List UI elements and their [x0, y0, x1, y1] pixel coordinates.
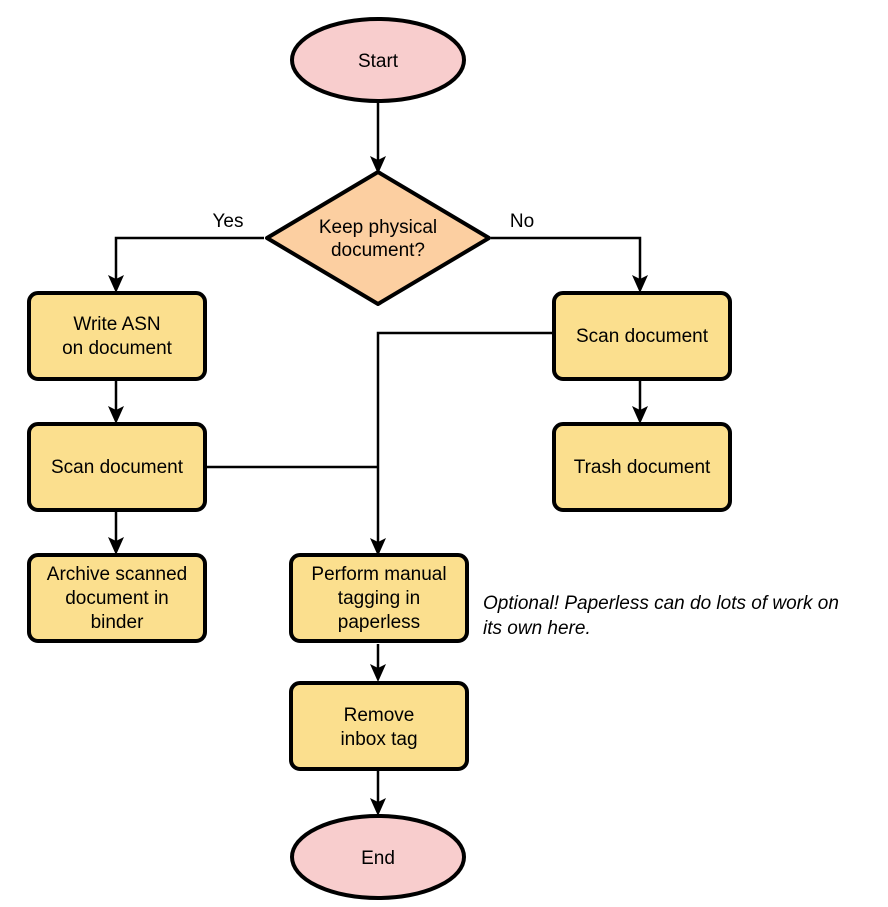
edge-scan-left-to-archive: [108, 511, 124, 555]
scan-document-right-label: Scan document: [576, 326, 709, 347]
node-archive-scanned-document[interactable]: Archive scanned document in binder: [27, 553, 207, 643]
edge-label-yes: Yes: [213, 211, 244, 232]
scan-document-left-label: Scan document: [51, 457, 184, 478]
edge-decision-yes-to-write-asn: [108, 236, 264, 293]
note-line1: Optional! Paperless can do lots of work …: [483, 593, 839, 614]
edge-line: [491, 236, 642, 282]
node-trash-document[interactable]: Trash document: [552, 422, 732, 512]
archive-label-line1: Archive scanned: [47, 564, 187, 585]
note-optional-paperless: Optional! Paperless can do lots of work …: [483, 593, 839, 639]
arrow-head-icon: [632, 406, 648, 424]
arrow-head-icon: [370, 538, 386, 556]
remove-inbox-label-line1: Remove: [344, 705, 415, 726]
edge-line: [114, 236, 264, 282]
start-label: Start: [358, 51, 399, 72]
edge-tagging-to-remove-inbox: [370, 644, 386, 682]
edge-decision-no-to-scan-right: [491, 236, 648, 293]
start-ellipse[interactable]: [290, 17, 466, 103]
edge-start-to-decision: [370, 103, 386, 174]
archive-box[interactable]: [27, 553, 207, 643]
edge-label-no: No: [510, 211, 534, 232]
arrow-head-icon: [370, 664, 386, 682]
note-line2: its own here.: [483, 618, 591, 639]
edge-scan-right-to-tagging: [370, 331, 552, 556]
tagging-label-line1: Perform manual: [311, 564, 446, 585]
end-label: End: [361, 848, 395, 869]
node-perform-manual-tagging[interactable]: Perform manual tagging in paperless: [289, 553, 469, 643]
decision-diamond[interactable]: [265, 170, 491, 306]
write-asn-box[interactable]: [27, 291, 207, 381]
scan-document-left-box[interactable]: [27, 422, 207, 512]
decision-label-line1: Keep physical: [319, 217, 437, 238]
write-asn-label-line2: on document: [62, 338, 173, 359]
node-scan-document-right[interactable]: Scan document: [552, 291, 732, 381]
node-decision-keep-physical-document[interactable]: Keep physical document?: [265, 170, 491, 306]
arrow-head-icon: [108, 537, 124, 555]
decision-label-line2: document?: [331, 240, 425, 261]
tagging-box[interactable]: [289, 553, 469, 643]
archive-label-line2: document in: [65, 588, 169, 609]
edge-line: [376, 331, 552, 545]
arrow-head-icon: [108, 275, 124, 293]
trash-document-label: Trash document: [574, 457, 711, 478]
arrow-head-icon: [108, 406, 124, 424]
tagging-label-line3: paperless: [338, 612, 420, 633]
node-write-asn[interactable]: Write ASN on document: [27, 291, 207, 381]
trash-document-box[interactable]: [552, 422, 732, 512]
remove-inbox-label-line2: inbox tag: [340, 729, 417, 750]
edge-write-asn-to-scan-left: [108, 378, 124, 424]
edge-remove-inbox-to-end: [370, 771, 386, 816]
end-ellipse[interactable]: [290, 814, 466, 900]
arrow-head-icon: [370, 798, 386, 816]
edge-scan-right-to-trash: [632, 378, 648, 424]
tagging-label-line2: tagging in: [338, 588, 420, 609]
remove-inbox-box[interactable]: [289, 681, 469, 771]
node-start[interactable]: Start: [290, 17, 466, 103]
node-end[interactable]: End: [290, 814, 466, 900]
arrow-head-icon: [632, 275, 648, 293]
scan-document-right-box[interactable]: [552, 291, 732, 381]
archive-label-line3: binder: [91, 612, 144, 633]
node-scan-document-left[interactable]: Scan document: [27, 422, 207, 512]
arrow-head-icon: [370, 156, 386, 174]
node-remove-inbox-tag[interactable]: Remove inbox tag: [289, 681, 469, 771]
write-asn-label-line1: Write ASN: [73, 314, 160, 335]
